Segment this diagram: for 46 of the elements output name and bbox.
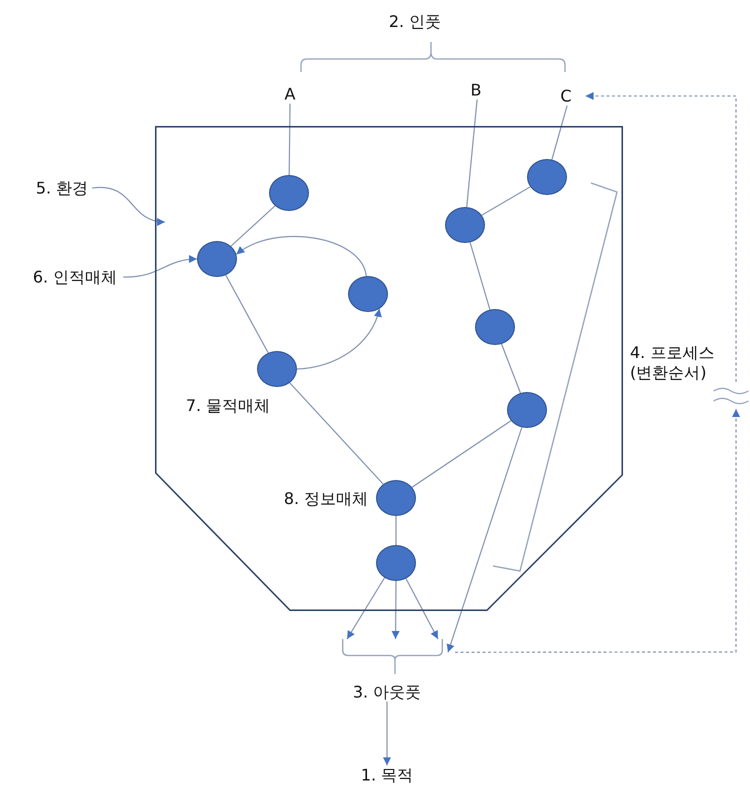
bracket-label: 2. 인풋 <box>388 12 442 32</box>
curved-arrow <box>123 255 198 278</box>
curved-arrow <box>92 186 166 226</box>
connector-line <box>412 420 512 488</box>
circle-node <box>445 207 485 243</box>
arrow <box>346 577 385 640</box>
connector-line <box>289 382 384 485</box>
callout-label: 5. 환경 <box>36 178 88 198</box>
arrow <box>392 581 400 639</box>
circle-node <box>376 545 416 581</box>
connector-line <box>501 344 521 394</box>
circle-node <box>475 309 515 345</box>
goal-label: 1. 목적 <box>360 765 414 785</box>
dashed-arrow <box>455 409 740 653</box>
connector-line <box>551 105 568 160</box>
connector-line <box>395 516 397 545</box>
node-caption: 8. 정보매체 <box>284 489 368 509</box>
arrow <box>406 578 438 640</box>
dashed-arrow <box>586 92 737 382</box>
boundary-outline <box>155 126 623 611</box>
arrow <box>383 702 391 766</box>
circle-node <box>376 480 416 516</box>
connector-line <box>230 205 276 247</box>
output-label: 3. 아웃풋 <box>352 682 422 702</box>
circle-node <box>269 175 309 211</box>
break-mark-icon <box>713 386 749 406</box>
input-label: C <box>560 86 572 106</box>
circle-node <box>507 392 547 428</box>
curly-bracket <box>342 639 443 674</box>
bracket-label: 4. 프로세스 (변환순서) <box>630 343 716 383</box>
circle-node <box>197 241 237 277</box>
circle-node <box>257 351 297 387</box>
node-caption: 7. 물적매체 <box>186 396 270 416</box>
connector-line <box>225 274 269 354</box>
circle-node <box>348 276 388 312</box>
connector-line <box>470 242 490 310</box>
callout-label: 6. 인적매체 <box>32 267 118 287</box>
connector-line <box>481 186 531 216</box>
curved-arrow <box>236 236 367 276</box>
input-label: B <box>470 80 482 100</box>
connector-line <box>466 100 478 208</box>
curved-arrow <box>296 308 382 370</box>
arrow <box>446 427 522 652</box>
connector-line <box>288 104 291 175</box>
input-label: A <box>284 84 296 104</box>
circle-node <box>527 159 567 195</box>
